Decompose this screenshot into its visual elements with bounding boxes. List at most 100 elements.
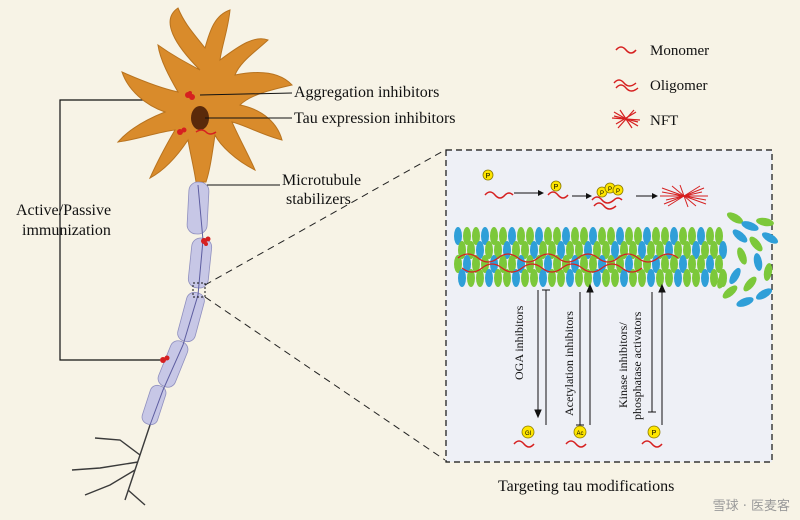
tau-glycosylated (513, 425, 535, 448)
microtubule-subunit (580, 227, 588, 245)
microtubule-subunit (634, 227, 642, 245)
label-immunization-2: immunization (22, 222, 111, 239)
microtubule-subunit (517, 227, 525, 245)
label-connectors (199, 92, 293, 186)
microtubule-subunit (638, 269, 646, 287)
aggregate-axon-1 (201, 236, 211, 246)
microtubule-subunit (539, 269, 547, 287)
microtubule-subunit (512, 241, 520, 259)
inset-panel (445, 149, 773, 463)
label-aggregation-inhibitors: Aggregation inhibitors (294, 84, 440, 101)
microtubule-subunit (458, 269, 466, 287)
axon (141, 181, 213, 426)
microtubule-subunit (674, 241, 682, 259)
badge-p-4: P (608, 187, 612, 193)
microtubule-subunit (467, 269, 475, 287)
badge-p-1: P (486, 173, 491, 180)
microtubule-subunit (710, 241, 718, 259)
microtubule-subunit (535, 227, 543, 245)
microtubule-subunit (589, 227, 597, 245)
microtubule-subunit (598, 227, 606, 245)
microtubule-subunit (472, 255, 480, 273)
tau-phosphorylated (641, 425, 663, 448)
microtubule-subunit (584, 269, 592, 287)
microtubule-subunit (661, 255, 669, 273)
microtubule-subunit (589, 255, 597, 273)
microtubule-subunit (593, 269, 601, 287)
microtubule-subunit (670, 227, 678, 245)
microtubule-subunit (557, 241, 565, 259)
microtubule-subunit (530, 241, 538, 259)
aggregate-soma-1 (185, 91, 195, 100)
microtubule-subunit (607, 227, 615, 245)
badge-p-3: P (600, 191, 604, 197)
microtubule-subunit (499, 255, 507, 273)
tau-on-microtubule (457, 253, 679, 273)
microtubule-subunit (719, 241, 727, 259)
microtubule-subunit (575, 269, 583, 287)
microtubule-subunit (494, 269, 502, 287)
microtubule-subunit (575, 241, 583, 259)
microtubule-subunit (625, 255, 633, 273)
microtubule-splay-subunit (755, 288, 773, 300)
microtubule-subunit (665, 269, 673, 287)
monomer-icon (615, 46, 637, 54)
axon-core-line (149, 184, 204, 426)
microtubule-subunit (701, 241, 709, 259)
microtubule-subunit (553, 255, 561, 273)
microtubule-splay-subunit (756, 217, 774, 227)
microtubule-subunit (661, 227, 669, 245)
oligomer-icon (613, 79, 639, 92)
label-immunization-1: Active/Passive (16, 202, 112, 219)
microtubule-subunit (526, 227, 534, 245)
microtubule-subunit (638, 241, 646, 259)
microtubule-subunit (656, 241, 664, 259)
microtubule-splay-subunit (753, 253, 763, 271)
microtubule-subunit (571, 227, 579, 245)
microtubule-subunit (710, 269, 718, 287)
microtubule-subunit (629, 269, 637, 287)
microtubule-subunit (490, 227, 498, 245)
microtubule-subunit (643, 227, 651, 245)
microtubule-subunit (715, 255, 723, 273)
zoom-source-box (192, 282, 206, 298)
microtubule-subunit (620, 269, 628, 287)
badge-gl: Gl (525, 431, 531, 437)
microtubule-subunit (503, 269, 511, 287)
microtubule-subunit (521, 241, 529, 259)
microtubule-splay-subunit (722, 285, 738, 299)
microtubule-subunit (544, 255, 552, 273)
microtubule-subunit (481, 255, 489, 273)
microtubule-subunit (548, 269, 556, 287)
microtubule-subunit (643, 255, 651, 273)
microtubule-subunit (683, 241, 691, 259)
microtubule-subunit (535, 255, 543, 273)
microtubule-splay-subunit (743, 276, 757, 292)
microtubule-subunit (544, 227, 552, 245)
microtubule-subunit (472, 227, 480, 245)
microtubule-subunit (692, 241, 700, 259)
microtubule-subunit (674, 269, 682, 287)
microtubule-splay-subunit (761, 232, 779, 244)
microtubule-subunit (512, 269, 520, 287)
label-acetylation-inhibitors: Acetylation inhibitors (562, 311, 576, 416)
microtubule-subunit (679, 227, 687, 245)
zoom-lines (204, 149, 446, 461)
label-microtubule-stabilizers-2: stabilizers (286, 191, 351, 208)
microtubule-subunit (562, 255, 570, 273)
microtubule-subunit (557, 269, 565, 287)
microtubule-subunit (463, 227, 471, 245)
legend-label-nft: NFT (650, 113, 679, 129)
microtubule-subunit (463, 255, 471, 273)
pathway-arrows (534, 283, 666, 426)
microtubule-subunit (706, 227, 714, 245)
microtubule-subunit (481, 227, 489, 245)
microtubule-subunit (485, 269, 493, 287)
microtubule-subunit (602, 241, 610, 259)
microtubule-subunit (517, 255, 525, 273)
microtubule-subunit (692, 269, 700, 287)
microtubule-subunit (553, 227, 561, 245)
microtubule-subunit (697, 255, 705, 273)
microtubule-subunit (611, 269, 619, 287)
microtubule-splay-subunit (737, 247, 747, 265)
